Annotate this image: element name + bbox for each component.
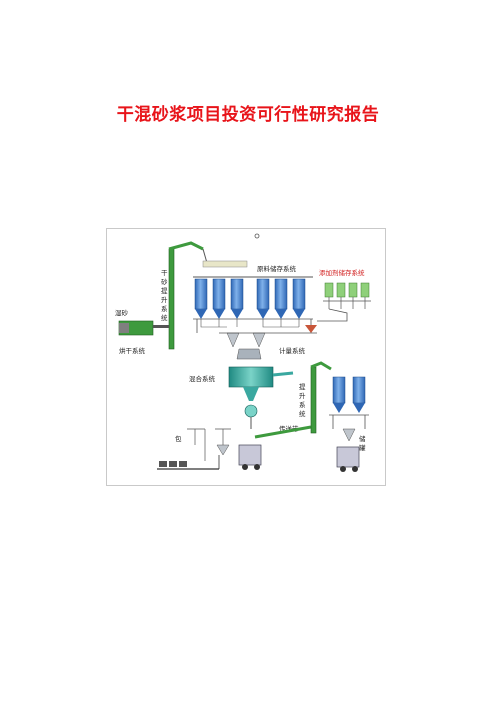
lift-right-char-3: 系 — [299, 400, 306, 409]
lift-right-char-2: 升 — [299, 391, 306, 400]
flow-diagram-svg: 干 砂 提 升 系 统 湿砂 烘干系统 原料储存系统 — [115, 233, 371, 472]
lift-top-char-6: 统 — [161, 313, 168, 322]
mixing-label: 混合系统 — [189, 374, 216, 383]
lift-right-char-1: 提 — [299, 382, 306, 391]
metering-system: 计量系统 — [219, 332, 317, 355]
lift-top-char-1: 干 — [161, 269, 168, 277]
metering-label: 计量系统 — [279, 346, 306, 355]
document-title: 干混砂浆项目投资可行性研究报告 — [116, 105, 380, 125]
bulk-char-2: 罐 — [359, 443, 366, 452]
conveyor-belt: 传送带 — [254, 424, 312, 439]
bulk-char-1: 储 — [359, 434, 366, 443]
dry-sand-lift: 干 砂 提 升 系 统 — [161, 241, 208, 350]
bagging-label: 包 — [175, 434, 182, 443]
wet-sand-label: 湿砂 — [115, 308, 129, 317]
raw-material-silos: 原料储存系统 — [193, 260, 313, 333]
production-flow-diagram: 干 砂 提 升 系 统 湿砂 烘干系统 原料储存系统 — [106, 228, 386, 486]
bagging-unit: 包 — [157, 428, 262, 470]
dryer-unit: 湿砂 烘干系统 — [115, 308, 169, 355]
silo — [256, 278, 270, 319]
raw-storage-label: 原料储存系统 — [257, 264, 297, 273]
mixing-system: 混合系统 — [189, 348, 294, 429]
dryer-label: 烘干系统 — [119, 346, 146, 355]
silo — [194, 278, 208, 319]
silo — [212, 278, 226, 319]
lift-top-char-4: 升 — [161, 295, 168, 304]
product-silos: 储 罐 — [329, 376, 369, 472]
product-lift: 提 升 系 统 — [299, 361, 332, 434]
top-marker-icon — [254, 233, 260, 239]
lift-top-char-2: 砂 — [161, 277, 168, 286]
conveyor-label: 传送带 — [279, 424, 299, 433]
lift-top-char-3: 提 — [161, 286, 168, 295]
silo — [274, 278, 288, 319]
lift-top-char-5: 系 — [161, 304, 168, 313]
bulk-truck — [336, 446, 360, 468]
silo — [292, 278, 306, 319]
silo — [230, 278, 244, 319]
additive-silos: 添加剂储存系统 — [305, 268, 371, 333]
lift-right-char-4: 统 — [299, 409, 306, 418]
additive-storage-label: 添加剂储存系统 — [319, 268, 365, 277]
